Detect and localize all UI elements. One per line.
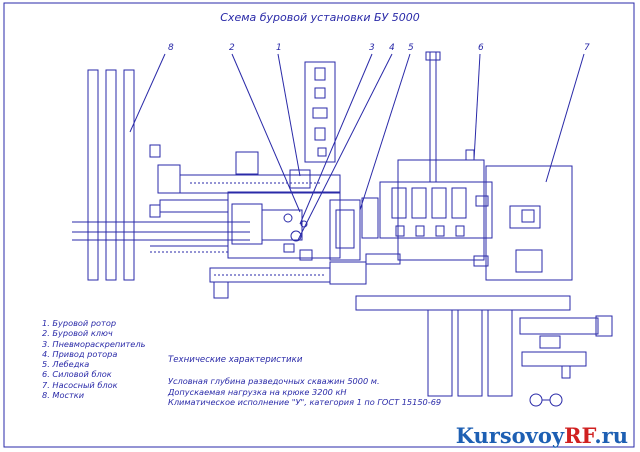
lower-blocks-drawing [428, 310, 612, 406]
callout-5: 5 [408, 43, 414, 53]
site-watermark: KursovoyRF.ru [456, 423, 628, 448]
spec-line: Климатическое исполнение "У", категория … [168, 397, 442, 407]
legend-item: 8. Мостки [42, 390, 85, 401]
callout-2: 2 [229, 43, 235, 53]
watermark-part3: .ru [594, 423, 628, 448]
legend-item: 6. Силовой блок [42, 369, 112, 380]
callout-4: 4 [389, 43, 395, 53]
callout-1: 1 [276, 43, 282, 53]
specs-title: Технические характеристики [168, 355, 303, 365]
callout-6: 6 [478, 43, 484, 53]
spec-line: Допускаемая нагрузка на крюке 3200 кН [168, 386, 347, 397]
legend-item: 7. Насосный блок [42, 379, 118, 390]
power-block-drawing [380, 52, 492, 260]
legend-item: 1. Буровой ротор [42, 318, 117, 328]
drawing-title: Схема буровой установки БУ 5000 [220, 11, 420, 24]
watermark-part2: RF [564, 423, 595, 448]
rotary-table-drawing [150, 192, 340, 298]
callout-7: 7 [584, 43, 590, 53]
legend-item: 3. Пневмораскрепитель [42, 338, 146, 349]
legend-item: 2. Буровой ключ [42, 328, 113, 339]
legend-item: 5. Лебедка [42, 359, 90, 370]
watermark-part1: Kursovoy [455, 423, 565, 448]
callout-8: 8 [168, 43, 174, 53]
top-rack-drawing [158, 62, 340, 212]
parts-legend: 1. Буровой ротор 2. Буровой ключ 3. Пнев… [42, 318, 145, 400]
legend-item: 4. Привод ротора [42, 348, 118, 359]
specs-list: Условная глубина разведочных скважин 500… [168, 376, 441, 408]
callout-leaders [130, 54, 584, 240]
pump-block-drawing [474, 166, 572, 280]
spec-line: Условная глубина разведочных скважин 500… [168, 376, 380, 386]
callout-3: 3 [369, 43, 375, 53]
walkways-drawing [72, 70, 250, 280]
drawing-border [4, 3, 634, 447]
